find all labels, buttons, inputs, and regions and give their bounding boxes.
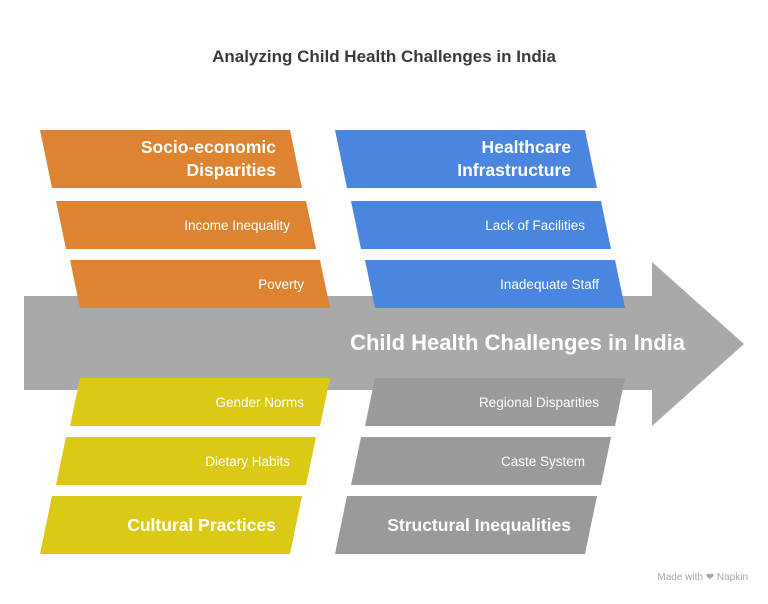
cause-gender-norms: Gender Norms	[70, 378, 330, 426]
category-label-line1: Socio-economic	[140, 137, 276, 157]
cause-regional-disparities: Regional Disparities	[365, 378, 625, 426]
cause-label: Inadequate Staff	[500, 276, 599, 292]
category-label: Cultural Practices	[127, 514, 276, 535]
cause-label: Poverty	[258, 276, 304, 292]
cause-inadequate-staff: Inadequate Staff	[365, 260, 625, 308]
cause-label: Regional Disparities	[478, 394, 599, 410]
category-structural-inequalities: Structural Inequalities	[335, 496, 597, 554]
category-label-line1: Healthcare	[481, 137, 572, 157]
cause-lack-of-facilities: Lack of Facilities	[351, 201, 611, 249]
category-label-line2: Disparities	[186, 160, 276, 180]
category-socio-economic-disparities: Socio-economic Disparities	[40, 130, 302, 188]
category-cultural-practices: Cultural Practices	[40, 496, 302, 554]
spine-label: Child Health Challenges in India	[350, 330, 685, 355]
cause-label: Gender Norms	[215, 394, 304, 410]
category-label: Structural Inequalities	[387, 514, 571, 535]
cause-label: Caste System	[500, 453, 585, 469]
cause-label: Lack of Facilities	[485, 217, 585, 233]
cause-label: Income Inequality	[184, 217, 290, 233]
cause-label: Dietary Habits	[205, 453, 290, 469]
diagram-title: Analyzing Child Health Challenges in Ind…	[212, 47, 556, 66]
cause-poverty: Poverty	[70, 260, 330, 308]
cause-caste-system: Caste System	[351, 437, 611, 485]
cause-income-inequality: Income Inequality	[56, 201, 316, 249]
category-healthcare-infrastructure: Healthcare Infrastructure	[335, 130, 597, 188]
napkin-watermark: Made with ❤ Napkin	[657, 572, 748, 583]
category-label-line2: Infrastructure	[457, 160, 571, 180]
cause-dietary-habits: Dietary Habits	[56, 437, 316, 485]
